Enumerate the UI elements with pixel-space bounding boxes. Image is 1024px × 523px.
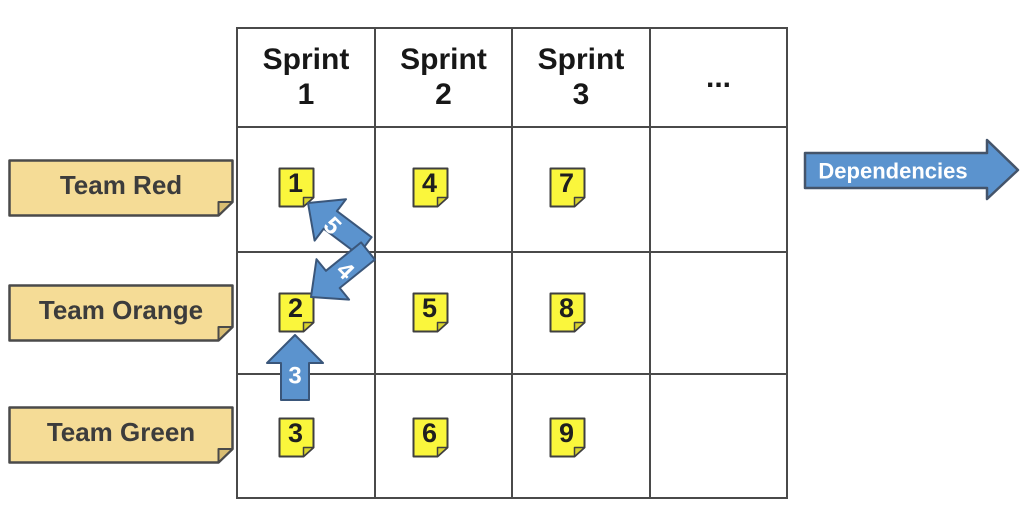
board-cell-red-sprint3 xyxy=(512,127,650,252)
board-cell-red-ellipsis xyxy=(650,127,787,252)
sticky-number: 4 xyxy=(421,167,438,198)
sticky-number: 9 xyxy=(558,417,575,448)
sticky-shape xyxy=(278,292,315,333)
sprint-board-table: Sprint 1 Sprint 2 Sprint 3 ... xyxy=(236,27,788,499)
sticky-note-1: 1 xyxy=(278,167,315,208)
header-cell-ellipsis: ... xyxy=(650,28,787,127)
team-green-label: Team Green xyxy=(46,416,196,447)
header-ellipsis: ... xyxy=(705,61,731,95)
header-number: 1 xyxy=(297,78,315,111)
board-cell-green-sprint3 xyxy=(512,374,650,498)
board-cell-orange-ellipsis xyxy=(650,252,787,374)
sticky-note-9: 9 xyxy=(549,417,586,458)
board-cell-green-sprint2 xyxy=(375,374,512,498)
sticky-shape xyxy=(278,417,315,458)
header-label: Sprint xyxy=(262,43,350,77)
sticky-shape xyxy=(412,167,449,208)
header-cell-sprint-2: Sprint 2 xyxy=(375,28,512,127)
sticky-number: 5 xyxy=(421,292,438,323)
note-shape xyxy=(8,159,234,217)
header-label: Sprint xyxy=(537,43,625,77)
team-orange-note: Team Orange xyxy=(8,284,234,342)
team-orange-label: Team Orange xyxy=(38,294,204,325)
sticky-note-5: 5 xyxy=(412,292,449,333)
team-red-note: Team Red xyxy=(8,159,234,217)
header-label: Sprint xyxy=(400,43,487,77)
team-green-note: Team Green xyxy=(8,406,234,464)
sticky-shape xyxy=(412,292,449,333)
sticky-number: 1 xyxy=(287,167,304,198)
sticky-number: 6 xyxy=(421,417,438,448)
sticky-shape xyxy=(549,167,586,208)
note-shape xyxy=(8,406,234,464)
header-cell-sprint-1: Sprint 1 xyxy=(237,28,375,127)
header-number: 3 xyxy=(572,78,590,111)
board-cell-orange-sprint2 xyxy=(375,252,512,374)
board-cell-red-sprint2 xyxy=(375,127,512,252)
board-cell-green-ellipsis xyxy=(650,374,787,498)
header-cell-sprint-3: Sprint 3 xyxy=(512,28,650,127)
note-shape xyxy=(8,284,234,342)
header-number: 2 xyxy=(435,78,452,111)
sticky-shape xyxy=(549,417,586,458)
sticky-shape xyxy=(412,417,449,458)
sticky-number: 8 xyxy=(558,292,575,323)
sticky-note-8: 8 xyxy=(549,292,586,333)
sticky-number: 2 xyxy=(287,292,304,323)
sticky-note-6: 6 xyxy=(412,417,449,458)
sticky-note-2: 2 xyxy=(278,292,315,333)
team-red-label: Team Red xyxy=(59,169,183,200)
dependencies-legend-label: Dependencies xyxy=(818,159,967,184)
sticky-number: 3 xyxy=(287,417,304,448)
board-cell-red-sprint1 xyxy=(237,127,375,252)
sticky-note-3: 3 xyxy=(278,417,315,458)
sticky-shape xyxy=(549,292,586,333)
dependencies-legend-arrow xyxy=(803,138,1020,201)
board-cell-orange-sprint3 xyxy=(512,252,650,374)
sticky-note-4: 4 xyxy=(412,167,449,208)
sticky-number: 7 xyxy=(558,167,575,198)
sticky-note-7: 7 xyxy=(549,167,586,208)
